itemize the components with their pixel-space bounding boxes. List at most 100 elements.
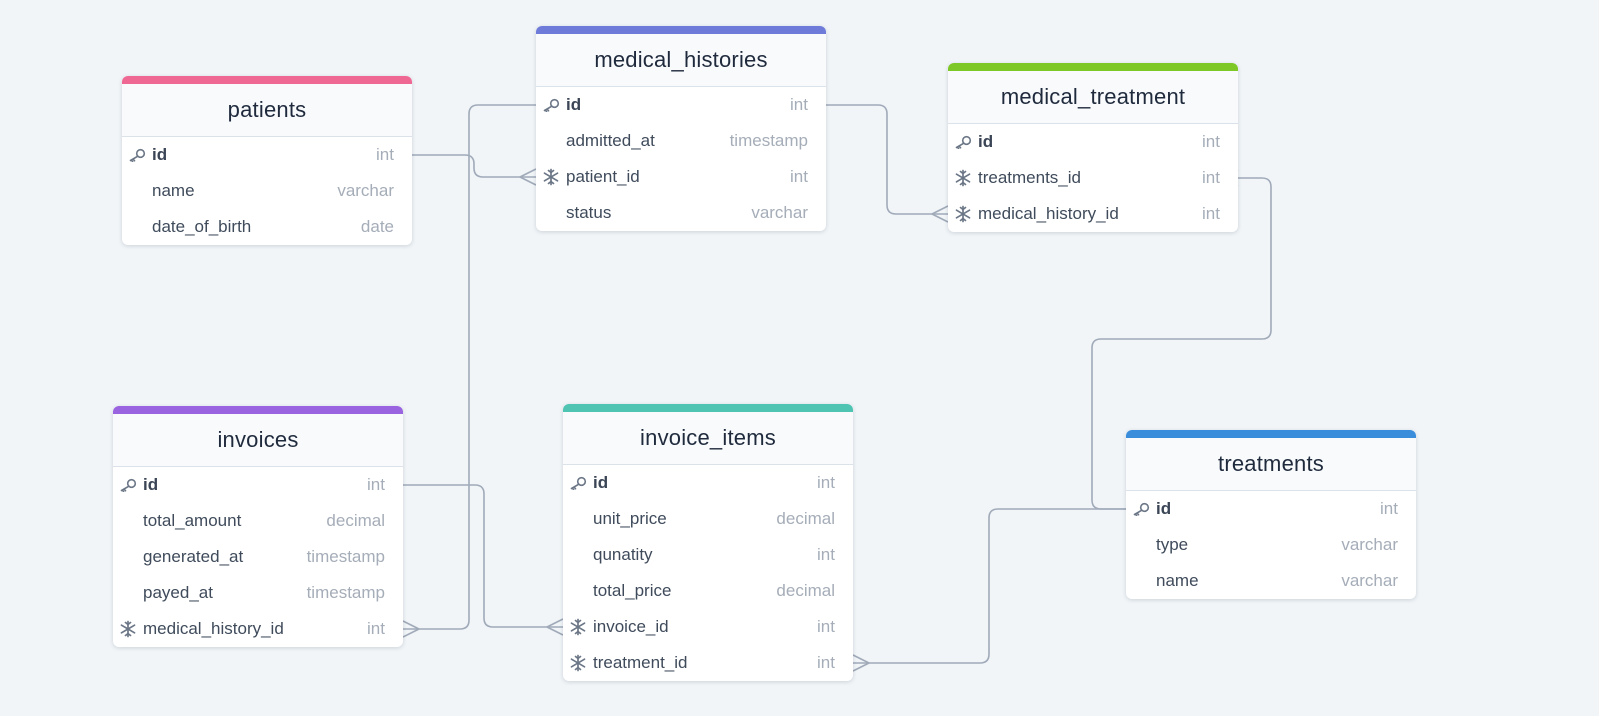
crows-foot-many[interactable]: [546, 618, 564, 636]
field-row-name[interactable]: name varchar: [122, 173, 412, 209]
field-name: generated_at: [143, 547, 244, 566]
field-name: status: [566, 203, 612, 222]
crows-foot-many[interactable]: [402, 620, 420, 638]
field-type: int: [367, 619, 385, 638]
table-title[interactable]: patients: [122, 84, 412, 137]
field-row-type[interactable]: type varchar: [1126, 527, 1416, 563]
foreign-key-icon: [536, 168, 566, 186]
field-name: date_of_birth: [152, 217, 252, 236]
primary-key-icon: [948, 135, 978, 149]
relation-line[interactable]: [403, 104, 536, 630]
field-name: id: [1156, 499, 1172, 518]
field-type: int: [817, 545, 835, 564]
field-name: treatments_id: [978, 168, 1081, 187]
field-type: int: [376, 145, 394, 164]
field-row-treatment-id[interactable]: treatment_id int: [563, 645, 853, 681]
table-treatments[interactable]: treatments id int type varchar name varchar: [1126, 430, 1416, 599]
field-type: timestamp: [729, 131, 808, 150]
field-type: varchar: [1341, 535, 1398, 554]
field-type: timestamp: [306, 583, 385, 602]
field-type: int: [817, 653, 835, 672]
primary-key-icon: [1126, 502, 1156, 516]
field-type: int: [790, 167, 808, 186]
table-color-bar: [1126, 430, 1416, 438]
field-type: varchar: [751, 203, 808, 222]
field-row-id[interactable]: id int: [563, 465, 853, 501]
field-row-payed-at[interactable]: payed_at timestamp: [113, 575, 403, 611]
crows-foot-many[interactable]: [852, 654, 870, 672]
field-type: int: [1380, 499, 1398, 518]
field-row-medical-history-id[interactable]: medical_history_id int: [113, 611, 403, 647]
relation-line[interactable]: [826, 104, 948, 215]
primary-key-icon: [113, 478, 143, 492]
crows-foot-many[interactable]: [931, 205, 949, 223]
field-type: timestamp: [306, 547, 385, 566]
field-name: name: [1156, 571, 1199, 590]
field-row-id[interactable]: id int: [536, 87, 826, 123]
field-row-id[interactable]: id int: [1126, 491, 1416, 527]
table-title[interactable]: medical_histories: [536, 34, 826, 87]
field-type: int: [817, 473, 835, 492]
field-type: int: [790, 95, 808, 114]
relation-line[interactable]: [403, 484, 563, 628]
field-name: treatment_id: [593, 653, 688, 672]
foreign-key-icon: [948, 205, 978, 223]
foreign-key-icon: [113, 620, 143, 638]
field-name: medical_history_id: [143, 619, 284, 638]
field-type: int: [367, 475, 385, 494]
table-title[interactable]: treatments: [1126, 438, 1416, 491]
table-color-bar: [536, 26, 826, 34]
table-title[interactable]: invoice_items: [563, 412, 853, 465]
field-name: patient_id: [566, 167, 640, 186]
primary-key-icon: [122, 148, 152, 162]
table-title[interactable]: invoices: [113, 414, 403, 467]
field-row-generated-at[interactable]: generated_at timestamp: [113, 539, 403, 575]
field-row-status[interactable]: status varchar: [536, 195, 826, 231]
field-type: decimal: [326, 511, 385, 530]
field-name: medical_history_id: [978, 204, 1119, 223]
field-name: unit_price: [593, 509, 667, 528]
table-color-bar: [113, 406, 403, 414]
foreign-key-icon: [563, 654, 593, 672]
field-name: id: [566, 95, 582, 114]
field-name: id: [143, 475, 159, 494]
primary-key-icon: [536, 98, 566, 112]
field-type: varchar: [337, 181, 394, 200]
field-name: id: [978, 132, 994, 151]
field-name: name: [152, 181, 195, 200]
crows-foot-many[interactable]: [519, 168, 537, 186]
field-name: invoice_id: [593, 617, 669, 636]
field-row-name[interactable]: name varchar: [1126, 563, 1416, 599]
field-name: id: [593, 473, 609, 492]
field-name: qunatity: [593, 545, 653, 564]
field-type: varchar: [1341, 571, 1398, 590]
field-type: decimal: [776, 581, 835, 600]
foreign-key-icon: [948, 169, 978, 187]
table-title[interactable]: medical_treatment: [948, 71, 1238, 124]
relation-line[interactable]: [412, 154, 536, 178]
field-name: type: [1156, 535, 1189, 554]
field-row-qunatity[interactable]: qunatity int: [563, 537, 853, 573]
primary-key-icon: [563, 476, 593, 490]
field-name: payed_at: [143, 583, 213, 602]
table-color-bar: [122, 76, 412, 84]
relation-line[interactable]: [853, 508, 1126, 664]
field-row-patient-id[interactable]: patient_id int: [536, 159, 826, 195]
field-row-id[interactable]: id int: [113, 467, 403, 503]
